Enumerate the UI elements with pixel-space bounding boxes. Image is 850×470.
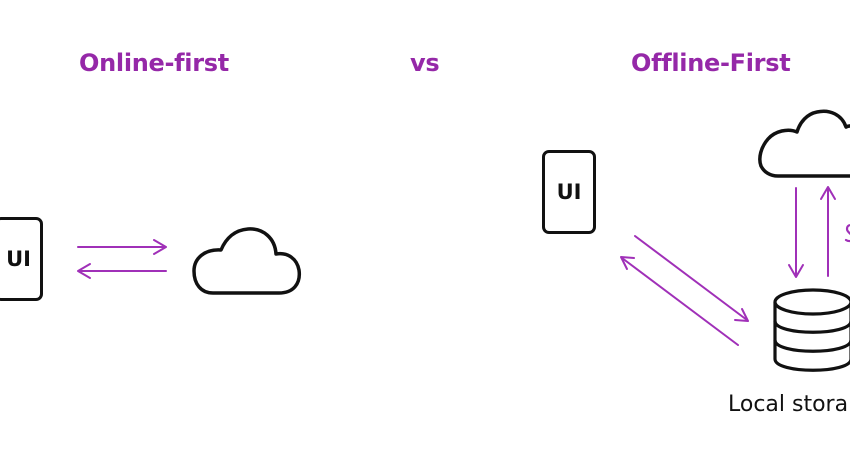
storage-to-cloud-arrow — [820, 186, 836, 277]
cloud-icon — [758, 109, 850, 178]
online-first-heading: Online-first — [79, 49, 229, 77]
ui-device: UI — [542, 150, 596, 234]
online-response-arrow — [77, 263, 167, 279]
ui-to-storage-arrow — [634, 235, 749, 322]
ui-device-label: UI — [6, 247, 31, 271]
vs-heading: vs — [410, 49, 440, 77]
database-icon — [773, 288, 850, 372]
cloud-icon — [192, 227, 302, 295]
cropped-label-fragment — [844, 224, 850, 243]
offline-first-heading: Offline-First — [631, 49, 791, 77]
cloud-to-storage-arrow — [788, 187, 804, 278]
ui-device-label: UI — [556, 180, 582, 204]
online-request-arrow — [77, 239, 167, 255]
storage-to-ui-arrow — [620, 256, 739, 346]
local-storage-label: Local stora — [728, 392, 849, 417]
ui-device: UI — [0, 217, 43, 301]
